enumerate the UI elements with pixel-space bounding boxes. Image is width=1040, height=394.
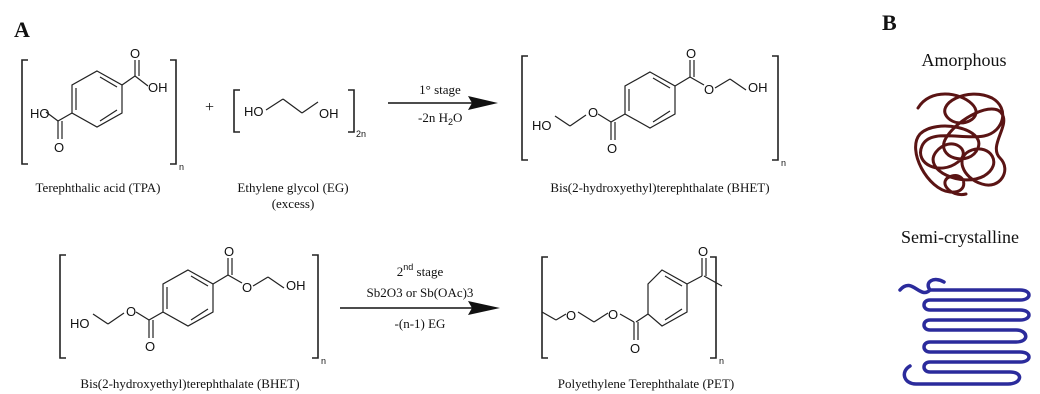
plus-sign: +: [205, 99, 214, 116]
stage-2-catalyst: Sb2O3 or Sb(OAc)3: [367, 285, 474, 300]
pet-o-bottom: O: [630, 341, 640, 356]
bhet-caption-2: Bis(2-hydroxyethyl)terephthalate (BHET): [80, 376, 299, 391]
bhet1-subscript-n: n: [781, 158, 786, 168]
bhet1-o-ester-right: O: [704, 82, 714, 97]
bhet-caption-1: Bis(2-hydroxyethyl)terephthalate (BHET): [550, 180, 769, 195]
tpa-subscript-n: n: [179, 162, 184, 172]
eg-ho: HO: [244, 104, 264, 119]
amorphous-chain-illustration: [914, 92, 1007, 197]
pet-o-left: O: [566, 308, 576, 323]
stage-2-label: 2nd stage: [397, 262, 444, 279]
eg-oh: OH: [319, 106, 339, 121]
eg-caption-excess: (excess): [272, 196, 315, 211]
bhet2-ho: HO: [70, 316, 90, 331]
pet-o-ester: O: [608, 307, 618, 322]
panel-label-b: B: [882, 10, 897, 35]
panel-label-a: A: [14, 17, 30, 42]
bhet-structure-1: O O OH O O HO n: [521, 46, 786, 168]
bhet2-oh: OH: [286, 278, 306, 293]
amorphous-label: Amorphous: [922, 50, 1007, 70]
bhet2-subscript-n: n: [321, 356, 326, 366]
semi-crystalline-chain-illustration: [898, 277, 1031, 386]
pet-o-top: O: [698, 244, 708, 259]
pet-caption: Polyethylene Terephthalate (PET): [558, 376, 734, 391]
bhet1-oh: OH: [748, 80, 768, 95]
bhet1-o-top: O: [686, 46, 696, 61]
tpa-o-bottom: O: [54, 140, 64, 155]
bhet2-o-ester-right: O: [242, 280, 252, 295]
tpa-caption: Terephthalic acid (TPA): [36, 180, 161, 195]
stage-1-byproduct: -2n H2O: [418, 110, 462, 127]
bhet1-o-ester-left: O: [588, 105, 598, 120]
tpa-o-top: O: [130, 46, 140, 61]
bhet1-ho: HO: [532, 118, 552, 133]
semi-crystalline-label: Semi-crystalline: [901, 227, 1019, 247]
tpa-oh: OH: [148, 80, 168, 95]
tpa-ho: HO: [30, 106, 50, 121]
eg-caption: Ethylene glycol (EG): [237, 180, 348, 195]
bhet1-o-bottom: O: [607, 141, 617, 156]
eg-structure: HO OH 2n: [233, 89, 366, 139]
stage-1-arrow: [388, 96, 498, 110]
pet-subscript-n: n: [719, 356, 724, 366]
bhet2-o-bottom: O: [145, 339, 155, 354]
eg-subscript-2n: 2n: [356, 129, 366, 139]
stage-2-arrow: [340, 301, 500, 315]
stage-1-label: 1° stage: [419, 82, 461, 97]
stage-2-byproduct: -(n-1) EG: [395, 316, 446, 331]
pet-structure: O O O O n: [541, 244, 724, 366]
bhet2-o-ester-left: O: [126, 304, 136, 319]
bhet-structure-2: O O OH O O HO n: [59, 244, 326, 366]
tpa-structure: O OH HO O n: [21, 46, 184, 172]
bhet2-o-top: O: [224, 244, 234, 259]
